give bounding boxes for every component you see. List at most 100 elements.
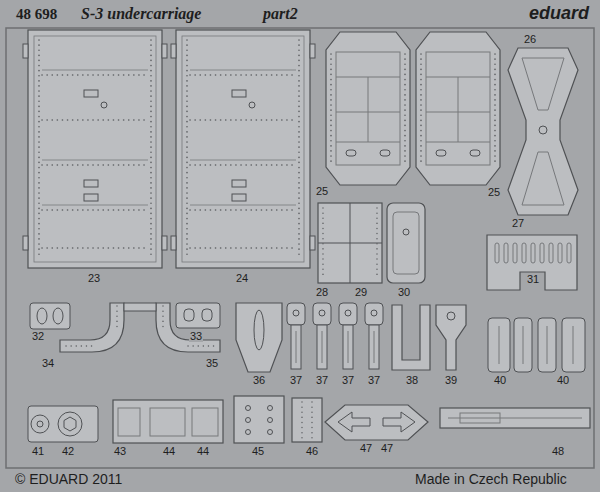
fret-detail (171, 30, 315, 268)
curved-bracket (60, 303, 220, 352)
fret-detail (313, 303, 331, 369)
fret-detail (116, 306, 117, 330)
fret-detail (60, 303, 124, 352)
fret-detail (254, 310, 264, 350)
fret-detail (236, 303, 282, 372)
callout-number: 24 (235, 273, 249, 284)
fret-detail (539, 126, 547, 134)
fret-detail (246, 406, 251, 411)
fret-detail (192, 408, 218, 436)
fret-detail (499, 326, 573, 364)
fret-detail (440, 408, 590, 428)
fret-detail (508, 48, 578, 215)
callout-number: 31 (526, 274, 540, 285)
link-set (488, 318, 585, 372)
long-bar (440, 408, 590, 428)
small-bracket (30, 303, 220, 329)
fret-detail (522, 58, 564, 110)
callout-number: 27 (511, 218, 525, 229)
fret-detail (573, 326, 574, 364)
fret-detail (150, 408, 185, 436)
callout-number: 39 (444, 375, 458, 386)
slotted-plate (487, 235, 577, 290)
fret-detail (322, 208, 323, 278)
fret-detail (268, 418, 273, 423)
fret-detail (339, 303, 357, 369)
fret-detail (460, 413, 500, 423)
arrow-plate (325, 405, 428, 440)
fret-detail (302, 402, 312, 438)
origin-note: Made in Czech Republic (414, 472, 568, 486)
fret-detail (448, 418, 582, 419)
sheet-title: part2 (262, 6, 299, 22)
callout-number: 41 (31, 446, 45, 457)
callout-number: 37 (315, 375, 329, 386)
fret-detail (113, 400, 223, 443)
fret-detail (184, 309, 194, 321)
callout-number: 45 (251, 446, 265, 457)
fret-detail (202, 309, 212, 321)
panel-block (318, 203, 425, 283)
callout-number: 43 (113, 446, 127, 457)
u-bracket (392, 305, 466, 370)
fret-detail (292, 398, 322, 442)
fret-detail (23, 30, 167, 268)
fret-frame (6, 28, 594, 468)
callout-number: 28 (315, 287, 329, 298)
fret-detail (28, 406, 98, 442)
fret-detail (246, 418, 251, 423)
callout-number: 25 (487, 187, 501, 198)
callout-number: 44 (162, 446, 176, 457)
fret-detail (318, 243, 382, 244)
fret-detail (487, 235, 577, 290)
plate-set (113, 396, 322, 443)
fret-detail (495, 243, 499, 263)
fret-detail (387, 203, 425, 283)
fret-detail (246, 406, 273, 435)
fret-detail (549, 243, 553, 263)
fret-detail (30, 303, 70, 329)
fret-detail (403, 229, 409, 235)
fret-detail (514, 318, 532, 372)
callout-number: 35 (205, 358, 219, 369)
callout-number: 30 (397, 287, 411, 298)
fret-detail (562, 318, 585, 372)
fret-detail (504, 243, 508, 263)
kit-number: 48 698 (15, 7, 58, 22)
callout-number: 37 (367, 375, 381, 386)
fret-detail (53, 308, 63, 324)
fret-detail (495, 243, 571, 263)
fret-detail (531, 243, 535, 263)
fret-detail (393, 212, 419, 274)
callout-number: 40 (493, 375, 507, 386)
callout-number: 37 (289, 375, 303, 386)
sheet-title: S-3 undercarriage (80, 6, 202, 22)
fret-detail (567, 243, 571, 263)
fret-detail (66, 345, 92, 346)
fret-detail (383, 412, 415, 432)
fret-detail (323, 208, 377, 278)
fret-detail (268, 430, 273, 435)
fret-detail (325, 405, 428, 440)
fret-detail (64, 417, 76, 431)
fret-detail (118, 408, 140, 436)
bowtie-part (508, 48, 578, 215)
fret-detail (234, 396, 284, 443)
fret-detail (156, 303, 220, 352)
callout-number: 46 (305, 446, 319, 457)
fret-detail (522, 243, 526, 263)
fret-detail (416, 32, 500, 185)
fret-detail (522, 152, 564, 205)
fret-detail (66, 306, 214, 346)
fret-detail (124, 303, 156, 311)
fret-detail (513, 243, 517, 263)
fret-detail (58, 412, 82, 436)
fret-detail (558, 243, 562, 263)
fret-detail (301, 402, 302, 438)
callout-number: 38 (405, 375, 419, 386)
fret-detail (287, 303, 305, 369)
callout-number: 23 (87, 273, 101, 284)
callout-number: 29 (354, 287, 368, 298)
callout-number: 40 (556, 375, 570, 386)
